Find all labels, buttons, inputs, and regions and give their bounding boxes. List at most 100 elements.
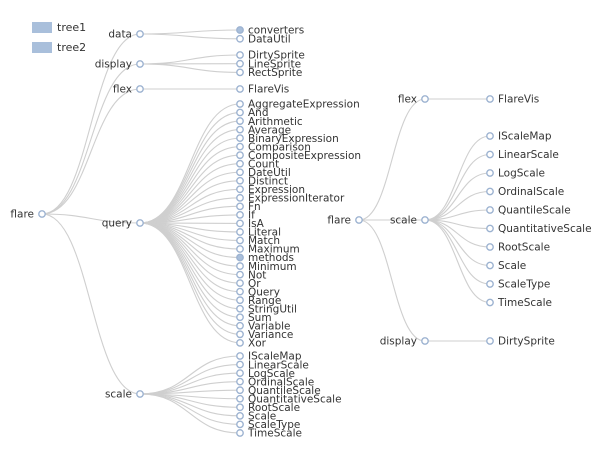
node-circle[interactable] bbox=[237, 152, 243, 158]
node-circle[interactable] bbox=[487, 96, 493, 102]
node-circle[interactable] bbox=[237, 370, 243, 376]
tree1-node-query[interactable]: query bbox=[102, 218, 144, 230]
node-circle[interactable] bbox=[237, 340, 243, 346]
node-circle[interactable] bbox=[137, 31, 143, 37]
node-circle[interactable] bbox=[237, 404, 243, 410]
node-circle[interactable] bbox=[237, 195, 243, 201]
node-circle[interactable] bbox=[237, 271, 243, 277]
node-circle[interactable] bbox=[237, 118, 243, 124]
tree-link bbox=[140, 223, 240, 326]
node-circle[interactable] bbox=[237, 61, 243, 67]
tree2-leaf-scaletype[interactable]: ScaleType bbox=[487, 279, 551, 291]
tree2-leaf-rootscale[interactable]: RootScale bbox=[487, 242, 550, 254]
tree2-leaf-linearscale[interactable]: LinearScale bbox=[487, 149, 559, 161]
node-circle[interactable] bbox=[237, 413, 243, 419]
tree1-node-scale[interactable]: scale bbox=[105, 389, 143, 401]
node-circle[interactable] bbox=[237, 69, 243, 75]
node-circle[interactable] bbox=[422, 338, 428, 344]
node-circle[interactable] bbox=[487, 151, 493, 157]
node-circle[interactable] bbox=[422, 217, 428, 223]
node-circle[interactable] bbox=[237, 288, 243, 294]
node-circle[interactable] bbox=[237, 161, 243, 167]
node-circle[interactable] bbox=[237, 314, 243, 320]
node-circle[interactable] bbox=[237, 109, 243, 115]
node-circle[interactable] bbox=[237, 229, 243, 235]
tree1-node-flex[interactable]: flex bbox=[113, 84, 143, 96]
tree2-node-scale[interactable]: scale bbox=[390, 215, 428, 227]
node-circle[interactable] bbox=[237, 378, 243, 384]
node-circle[interactable] bbox=[487, 225, 493, 231]
tree2-leaf-dirtysprite[interactable]: DirtySprite bbox=[487, 336, 555, 348]
tree2-leaf-quantitativescale[interactable]: QuantitativeScale bbox=[487, 223, 592, 235]
node-circle[interactable] bbox=[237, 387, 243, 393]
node-circle[interactable] bbox=[237, 212, 243, 218]
node-circle[interactable] bbox=[237, 331, 243, 337]
node-circle[interactable] bbox=[237, 246, 243, 252]
node-circle[interactable] bbox=[487, 262, 493, 268]
node-circle[interactable] bbox=[237, 203, 243, 209]
tree1-leaf-minimum[interactable]: Minimum bbox=[237, 261, 297, 273]
node-label: QuantileScale bbox=[498, 205, 571, 217]
node-circle[interactable] bbox=[137, 61, 143, 67]
tree2-leaf-iscalemap[interactable]: IScaleMap bbox=[487, 131, 552, 143]
tree2-leaf-ordinalscale[interactable]: OrdinalScale bbox=[487, 186, 564, 198]
node-circle[interactable] bbox=[237, 237, 243, 243]
node-circle[interactable] bbox=[137, 86, 143, 92]
tree2-root-node[interactable]: flare bbox=[327, 215, 362, 227]
node-circle[interactable] bbox=[487, 299, 493, 305]
node-circle[interactable] bbox=[487, 338, 493, 344]
node-circle[interactable] bbox=[237, 220, 243, 226]
node-circle[interactable] bbox=[487, 188, 493, 194]
node-circle[interactable] bbox=[237, 297, 243, 303]
node-circle[interactable] bbox=[422, 96, 428, 102]
node-circle[interactable] bbox=[237, 396, 243, 402]
tree1-node-data[interactable]: data bbox=[108, 29, 143, 41]
node-circle[interactable] bbox=[237, 421, 243, 427]
tree2-leaf-timescale[interactable]: TimeScale bbox=[487, 297, 552, 309]
node-circle[interactable] bbox=[237, 169, 243, 175]
node-circle[interactable] bbox=[237, 263, 243, 269]
node-label: FlareVis bbox=[498, 94, 539, 106]
tree1-leaf-datautil[interactable]: DataUtil bbox=[237, 34, 291, 46]
node-circle[interactable] bbox=[137, 220, 143, 226]
node-circle[interactable] bbox=[237, 306, 243, 312]
node-circle[interactable] bbox=[237, 143, 243, 149]
node-circle[interactable] bbox=[237, 186, 243, 192]
tree-link bbox=[359, 220, 425, 341]
node-circle[interactable] bbox=[487, 244, 493, 250]
node-circle[interactable] bbox=[356, 217, 362, 223]
node-circle[interactable] bbox=[137, 391, 143, 397]
node-circle[interactable] bbox=[237, 323, 243, 329]
node-circle[interactable] bbox=[39, 211, 45, 217]
tree2-leaf-flarevis[interactable]: FlareVis bbox=[487, 94, 539, 106]
node-circle[interactable] bbox=[237, 36, 243, 42]
node-circle[interactable] bbox=[237, 361, 243, 367]
legend-swatch-tree2[interactable] bbox=[32, 42, 52, 53]
node-circle[interactable] bbox=[487, 170, 493, 176]
node-circle[interactable] bbox=[487, 281, 493, 287]
tree2-node-flex[interactable]: flex bbox=[398, 94, 428, 106]
node-circle[interactable] bbox=[487, 207, 493, 213]
node-circle[interactable] bbox=[237, 430, 243, 436]
tree2-leaf-logscale[interactable]: LogScale bbox=[487, 168, 545, 180]
node-circle[interactable] bbox=[237, 27, 243, 33]
tree1-leaf-timescale[interactable]: TimeScale bbox=[237, 428, 302, 440]
tree1-leaf-flarevis[interactable]: FlareVis bbox=[237, 84, 289, 96]
node-circle[interactable] bbox=[237, 101, 243, 107]
tree2-node-display[interactable]: display bbox=[380, 336, 428, 348]
node-circle[interactable] bbox=[237, 178, 243, 184]
node-circle[interactable] bbox=[237, 135, 243, 141]
legend-swatch-tree1[interactable] bbox=[32, 22, 52, 33]
tree1-leaf-rectsprite[interactable]: RectSprite bbox=[237, 67, 303, 79]
node-circle[interactable] bbox=[237, 126, 243, 132]
node-circle[interactable] bbox=[487, 133, 493, 139]
tree1-root-node[interactable]: flare bbox=[10, 209, 45, 221]
node-circle[interactable] bbox=[237, 254, 243, 260]
node-circle[interactable] bbox=[237, 52, 243, 58]
node-circle[interactable] bbox=[237, 280, 243, 286]
node-circle[interactable] bbox=[237, 353, 243, 359]
node-circle[interactable] bbox=[237, 86, 243, 92]
tree2-leaf-scale[interactable]: Scale bbox=[487, 260, 526, 272]
tree2-leaf-quantilescale[interactable]: QuantileScale bbox=[487, 205, 571, 217]
tree1-leaf-xor[interactable]: Xor bbox=[237, 338, 267, 350]
